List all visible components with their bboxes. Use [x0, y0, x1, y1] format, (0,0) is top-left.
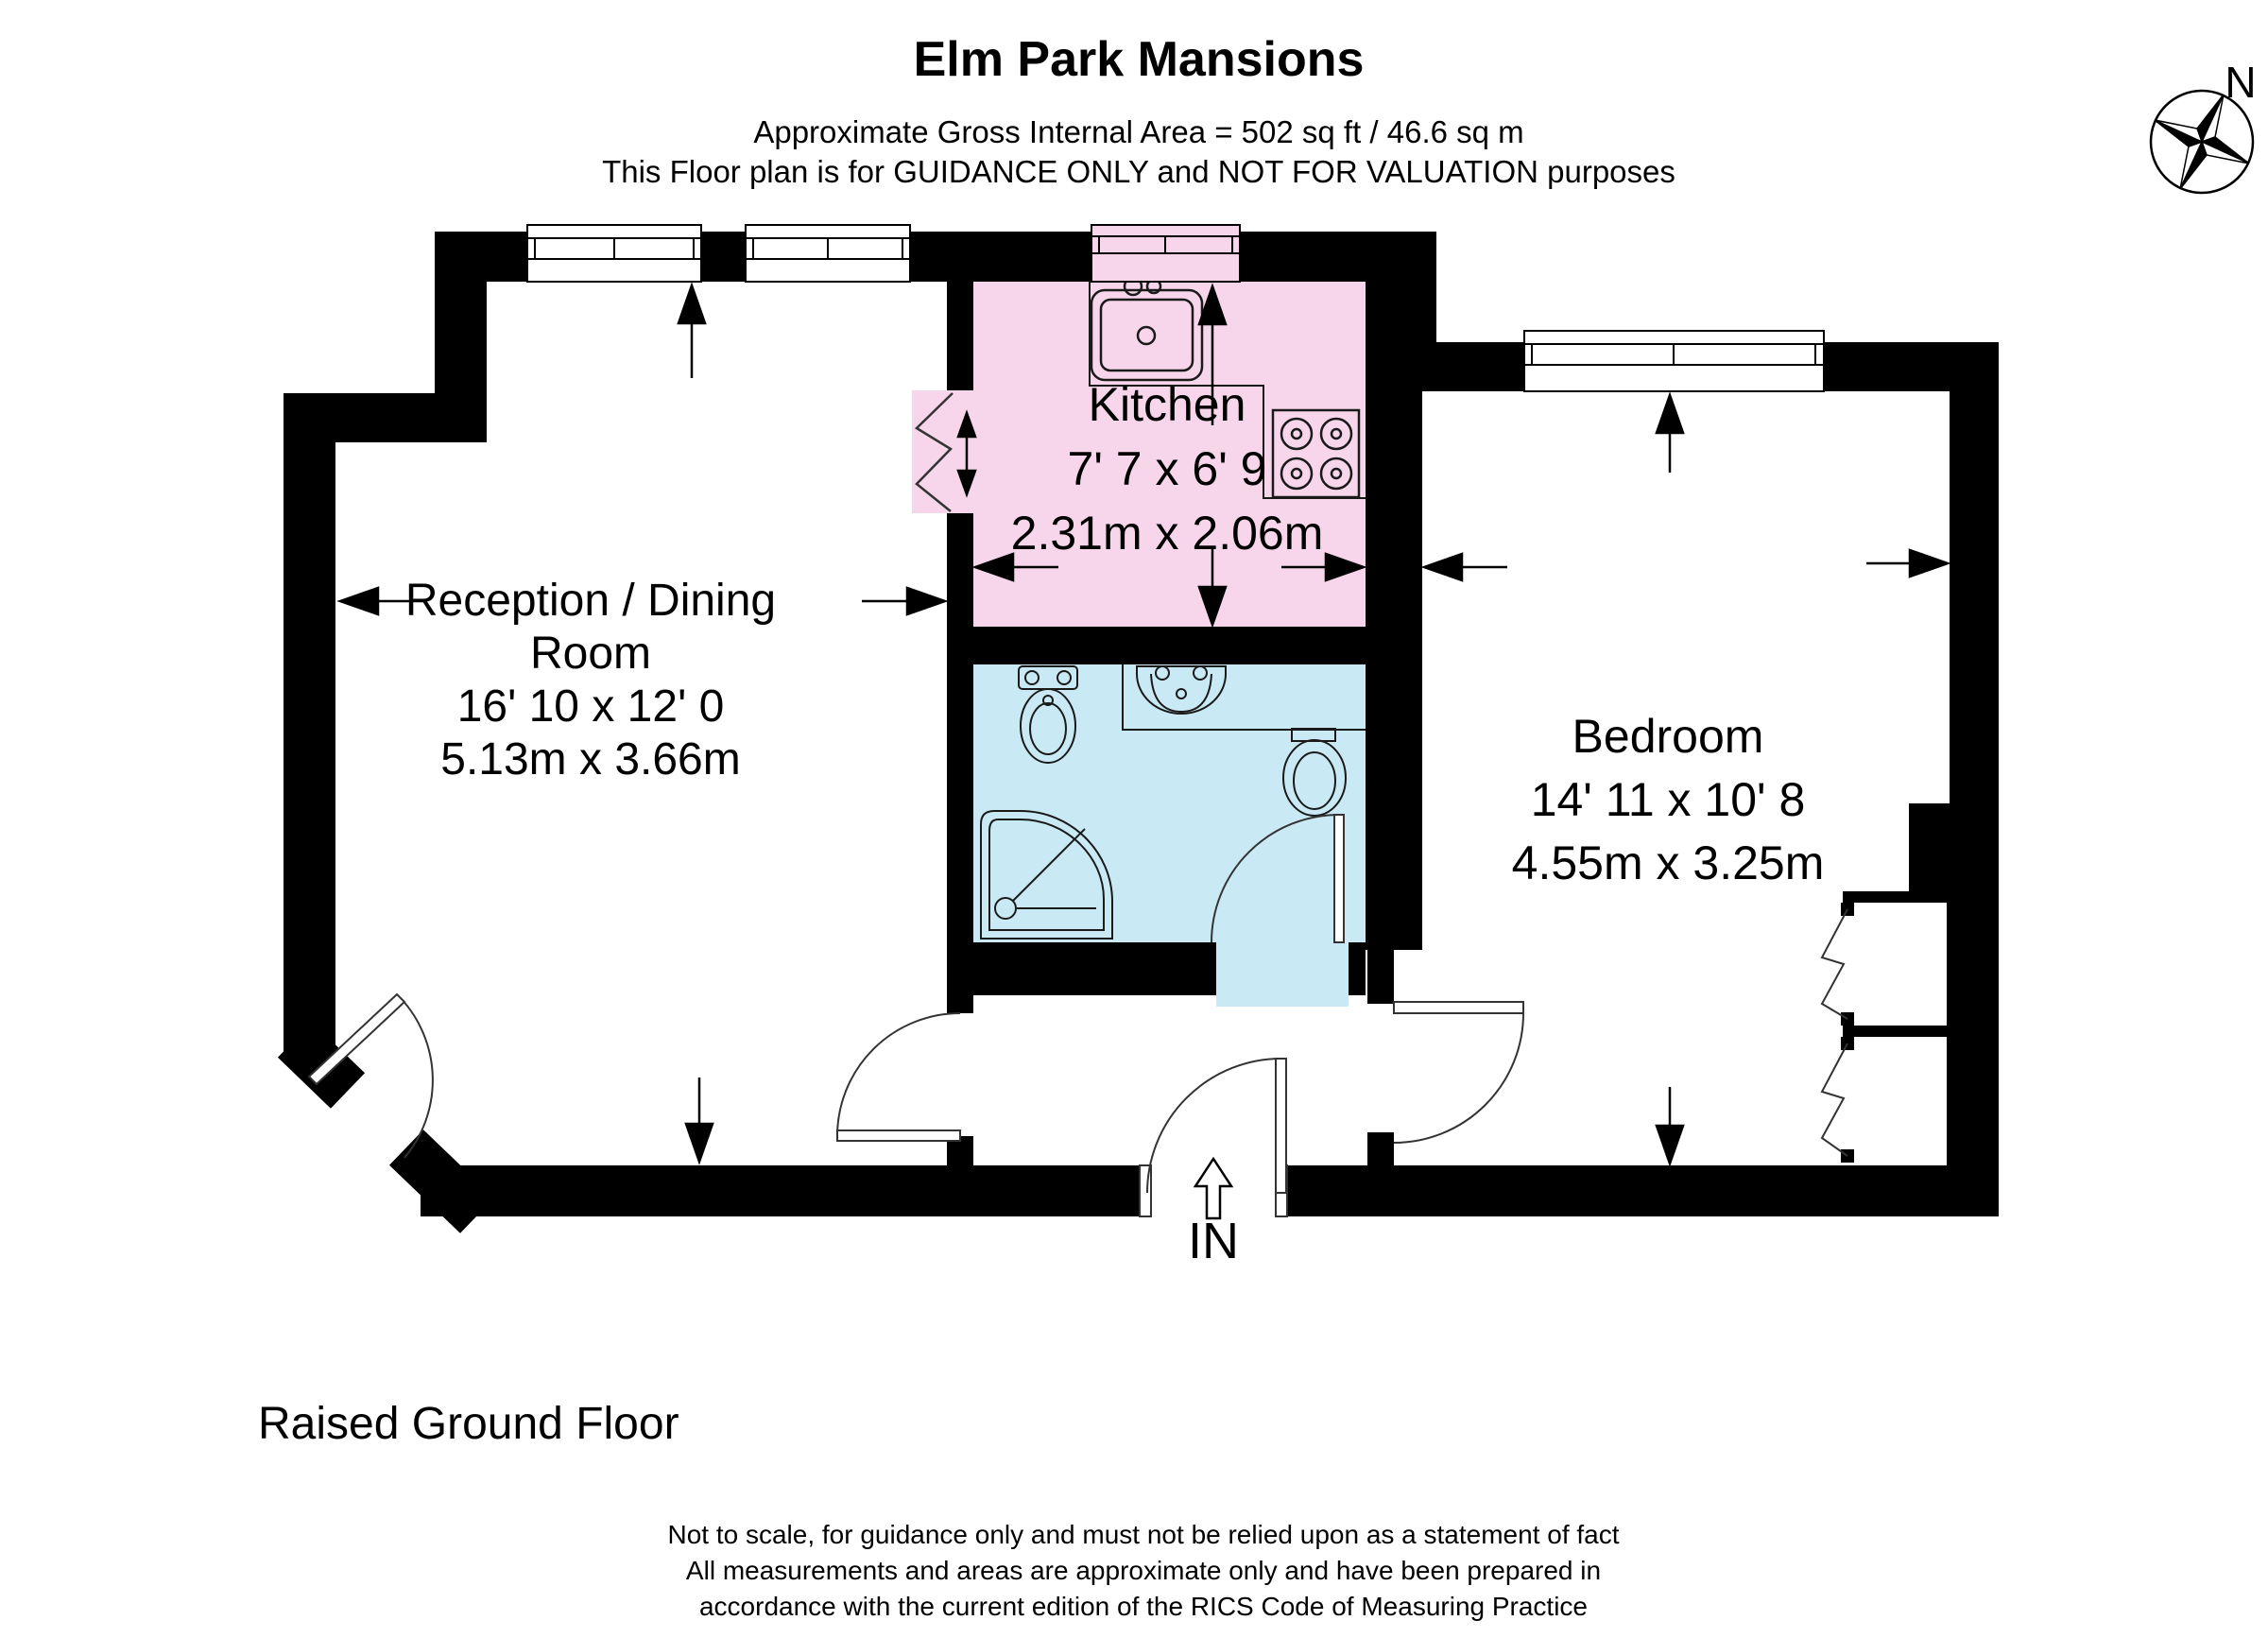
bathroom-vanity: [1122, 664, 1366, 731]
kitchen-dims-metric: 2.31m x 2.06m: [1011, 507, 1324, 560]
reception-door: [836, 1012, 961, 1142]
walls: [277, 232, 1999, 1233]
reception-name-line1: Reception / Dining: [405, 576, 776, 626]
hob-icon: [1271, 408, 1361, 499]
bedroom-dims-imperial: 14' 11 x 10' 8: [1531, 773, 1806, 826]
footer-line3: accordance with the current edition of t…: [699, 1592, 1588, 1621]
shower-icon: [980, 810, 1113, 940]
area-subtitle: Approximate Gross Internal Area = 502 sq…: [753, 114, 1523, 149]
bedroom-window: [1523, 330, 1825, 392]
toilet-icon: [1282, 728, 1347, 817]
kitchen-floor: [973, 282, 1366, 627]
floor-label: Raised Ground Floor: [258, 1399, 679, 1449]
entrance-door: [1139, 1058, 1288, 1217]
bidet-icon: [1018, 665, 1078, 764]
bathroom-door: [1211, 814, 1345, 943]
bedroom-label: Bedroom 14' 11 x 10' 8 4.55m x 3.25m: [1512, 710, 1825, 889]
reception-window-right: [745, 224, 911, 283]
guidance-subtitle: This Floor plan is for GUIDANCE ONLY and…: [602, 154, 1675, 189]
reception-window-left: [526, 224, 702, 283]
compass-north-label: N: [2225, 58, 2256, 107]
footer-line1: Not to scale, for guidance only and must…: [667, 1520, 1619, 1549]
reception-name-line2: Room: [530, 629, 651, 679]
reception-dims-metric: 5.13m x 3.66m: [440, 734, 740, 785]
kitchen-window: [1091, 224, 1241, 283]
reception-label: Reception / Dining Room 16' 10 x 12' 0 5…: [405, 576, 776, 785]
reception-corner-door: [307, 992, 434, 1159]
footer-line2: All measurements and areas are approxima…: [686, 1556, 1601, 1585]
kitchen-doorway-floor: [912, 390, 973, 513]
reception-dims-imperial: 16' 10 x 12' 0: [457, 681, 725, 732]
bathroom-floor: [973, 664, 1366, 942]
entrance-label: IN: [1188, 1213, 1239, 1269]
basin-icon: [1136, 665, 1227, 715]
bathroom-doorway-floor: [1216, 942, 1349, 1007]
bedroom-door: [1393, 1001, 1524, 1144]
page-title: Elm Park Mansions: [914, 32, 1365, 87]
bedroom-dims-metric: 4.55m x 3.25m: [1512, 836, 1825, 889]
kitchen-bifold-door-icon: [914, 392, 954, 512]
kitchen-label: Kitchen 7' 7 x 6' 9 2.31m x 2.06m: [1011, 378, 1324, 560]
entrance-in-arrow-icon: [1193, 1156, 1234, 1220]
kitchen-dims-imperial: 7' 7 x 6' 9: [1068, 442, 1267, 495]
closet-bifold-door-top-icon: [1820, 908, 1848, 1020]
closet-bifold-door-bottom-icon: [1820, 1043, 1848, 1157]
bedroom-name: Bedroom: [1572, 710, 1764, 763]
dimension-arrows: [336, 282, 1951, 1167]
compass-icon: N: [2149, 58, 2257, 195]
kitchen-name: Kitchen: [1089, 378, 1246, 431]
